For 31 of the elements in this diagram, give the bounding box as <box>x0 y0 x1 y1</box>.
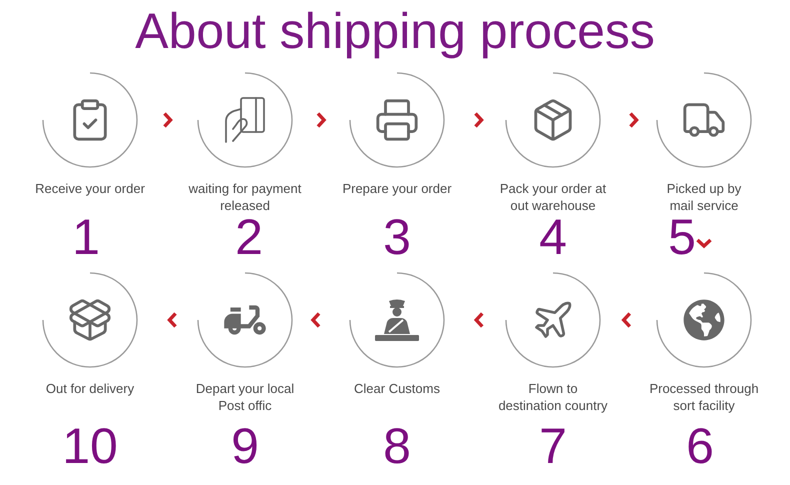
process-step <box>496 272 610 414</box>
step-label: Picked up by mail service <box>666 181 742 214</box>
step-number: 4 <box>539 217 567 257</box>
step-number: 6 <box>686 426 714 466</box>
step-label: Depart your local Post offic <box>194 381 296 414</box>
chevron-arrow <box>474 112 484 128</box>
step-number: 7 <box>539 426 567 466</box>
step-label: waiting for payment released <box>188 181 302 214</box>
chevron-arrow <box>310 312 320 328</box>
chevron-arrow <box>474 312 484 328</box>
chevron-arrow <box>167 312 177 328</box>
step-number: 9 <box>231 426 259 466</box>
step-label: Out for delivery <box>44 381 136 398</box>
step-label: Flown to destination country <box>497 381 609 414</box>
step-number: 10 <box>62 426 118 466</box>
step-label: Prepare your order <box>341 181 453 198</box>
step-number: 2 <box>235 217 263 257</box>
step-label: Receive your order <box>34 181 146 198</box>
step-label: Processed through sort facility <box>648 381 760 414</box>
chevron-arrow <box>696 238 712 248</box>
step-number: 3 <box>383 217 411 257</box>
step-label: Clear Customs <box>353 381 441 398</box>
step-number: 1 <box>72 217 100 257</box>
step-number: 5 <box>668 217 696 257</box>
step-label: Pack your order at out warehouse <box>498 181 608 214</box>
chevron-arrow <box>629 112 639 128</box>
title: About shipping process <box>135 3 655 59</box>
chevron-arrow <box>316 112 326 128</box>
chevron-arrow <box>621 312 632 328</box>
step-number: 8 <box>383 426 411 466</box>
chevron-arrow <box>163 112 173 128</box>
